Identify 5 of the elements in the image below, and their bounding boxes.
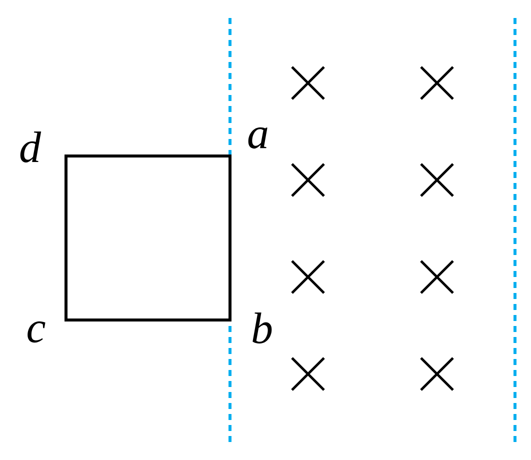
corner-label: d <box>20 132 42 162</box>
corner-label: c <box>28 321 46 343</box>
corner-label: b <box>252 312 272 344</box>
corner-label: a <box>248 127 268 149</box>
square-loop <box>64 154 232 322</box>
